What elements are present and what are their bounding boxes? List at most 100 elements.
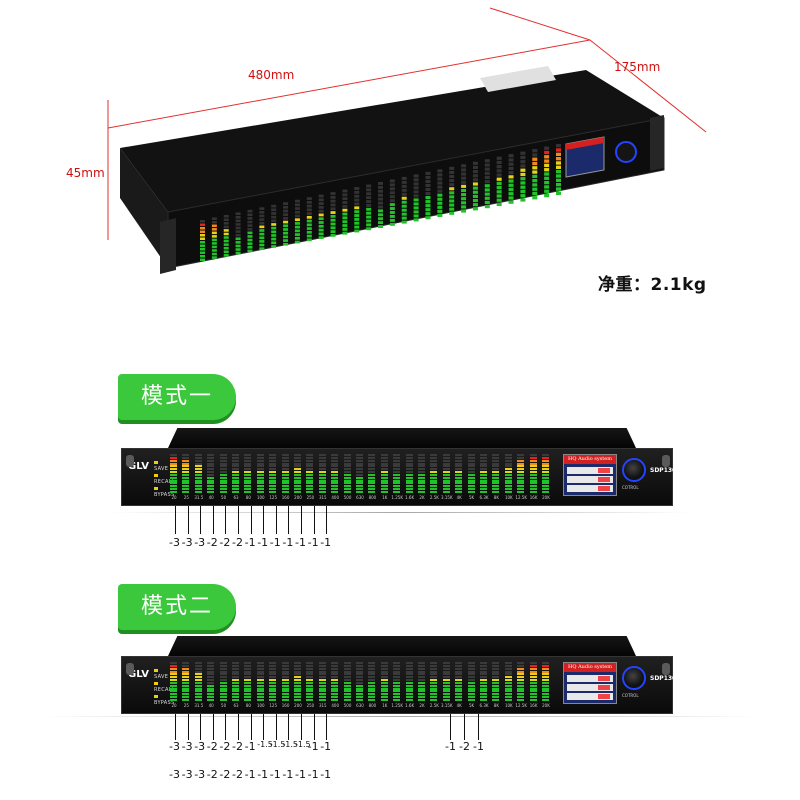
led-segment bbox=[504, 476, 512, 479]
status-led bbox=[154, 461, 158, 464]
led-segment bbox=[244, 473, 252, 476]
led-segment bbox=[247, 249, 253, 253]
led-segment bbox=[401, 208, 407, 212]
led-segment bbox=[271, 219, 277, 223]
led-segment bbox=[331, 684, 339, 687]
led-segment bbox=[281, 667, 289, 670]
led-segment bbox=[269, 453, 277, 456]
led-segment bbox=[306, 676, 314, 679]
led-segment bbox=[467, 684, 475, 687]
led-segment bbox=[520, 155, 526, 160]
led-segment bbox=[393, 667, 401, 670]
led-segment bbox=[449, 199, 455, 203]
led-segment bbox=[331, 699, 339, 701]
led-segment bbox=[330, 199, 336, 203]
band-tick bbox=[187, 506, 189, 534]
led-segment bbox=[306, 465, 314, 468]
save-button[interactable]: SAVE bbox=[154, 466, 169, 472]
led-segment bbox=[405, 459, 413, 462]
led-segment bbox=[467, 459, 475, 462]
led-segment bbox=[211, 228, 217, 231]
led-segment bbox=[529, 667, 537, 670]
led-segment bbox=[232, 664, 239, 667]
led-segment bbox=[294, 225, 300, 229]
control-knob[interactable] bbox=[622, 458, 646, 482]
recall-button[interactable]: RECALL bbox=[154, 479, 175, 485]
save-button[interactable]: SAVE bbox=[154, 674, 169, 680]
led-segment bbox=[455, 471, 463, 474]
led-segment bbox=[508, 192, 514, 196]
led-segment bbox=[484, 171, 490, 175]
led-segment bbox=[318, 476, 326, 479]
led-segment bbox=[219, 681, 227, 684]
led-segment bbox=[271, 241, 277, 245]
led-segment bbox=[418, 670, 425, 673]
led-segment bbox=[368, 453, 376, 456]
led-segment bbox=[223, 246, 229, 250]
band-tick bbox=[200, 714, 202, 740]
led-segment bbox=[467, 687, 475, 690]
bypass-button[interactable]: BYPASS bbox=[154, 700, 175, 706]
led-segment bbox=[455, 462, 463, 465]
led-segment bbox=[294, 210, 300, 214]
led-segment bbox=[517, 488, 525, 491]
led-segment bbox=[194, 690, 202, 693]
led-segment bbox=[306, 230, 312, 234]
led-segment bbox=[343, 465, 351, 468]
led-segment bbox=[492, 670, 500, 673]
status-led bbox=[154, 474, 158, 477]
led-segment bbox=[170, 699, 177, 701]
led-segment bbox=[380, 485, 388, 488]
screen-value-chip bbox=[598, 685, 610, 690]
led-segment bbox=[492, 453, 500, 456]
led-segment bbox=[232, 681, 239, 684]
led-segment bbox=[418, 684, 425, 687]
bypass-button[interactable]: BYPASS bbox=[154, 492, 175, 498]
band-tick bbox=[326, 714, 328, 740]
led-segment bbox=[281, 679, 289, 682]
led-segment bbox=[472, 194, 478, 198]
led-segment bbox=[556, 157, 561, 161]
led-segment bbox=[389, 218, 395, 222]
led-segment bbox=[294, 676, 301, 679]
led-segment bbox=[318, 202, 324, 205]
led-segment bbox=[354, 214, 360, 217]
led-segment bbox=[425, 175, 431, 179]
led-segment bbox=[544, 146, 550, 150]
led-segment bbox=[467, 479, 475, 482]
band-frequency-label: 50 bbox=[221, 703, 227, 708]
led-segment bbox=[517, 690, 525, 693]
led-segment bbox=[556, 144, 561, 148]
led-segment bbox=[194, 673, 202, 676]
control-knob[interactable] bbox=[622, 666, 646, 690]
led-segment bbox=[354, 225, 360, 229]
led-segment bbox=[418, 664, 425, 667]
led-segment bbox=[380, 681, 388, 684]
led-segment bbox=[437, 197, 443, 201]
led-segment bbox=[281, 468, 289, 471]
led-segment bbox=[219, 693, 227, 696]
led-segment bbox=[504, 667, 512, 670]
led-segment bbox=[281, 462, 289, 465]
led-segment bbox=[529, 673, 537, 676]
led-segment bbox=[418, 482, 425, 485]
led-segment bbox=[223, 243, 229, 246]
led-segment bbox=[472, 161, 478, 165]
led-segment bbox=[306, 661, 314, 664]
led-segment bbox=[455, 453, 463, 456]
led-segment bbox=[405, 687, 413, 690]
recall-button[interactable]: RECALL bbox=[154, 687, 175, 693]
led-segment bbox=[425, 200, 431, 204]
led-segment bbox=[182, 690, 190, 693]
led-segment bbox=[484, 188, 490, 192]
led-segment bbox=[380, 699, 388, 701]
led-segment bbox=[356, 664, 363, 667]
led-segment bbox=[405, 465, 413, 468]
led-segment bbox=[542, 687, 549, 690]
led-segment bbox=[368, 468, 376, 471]
led-segment bbox=[343, 684, 351, 687]
eq-gain-value: -1 bbox=[269, 536, 281, 549]
led-segment bbox=[504, 684, 512, 687]
led-segment bbox=[430, 488, 438, 491]
